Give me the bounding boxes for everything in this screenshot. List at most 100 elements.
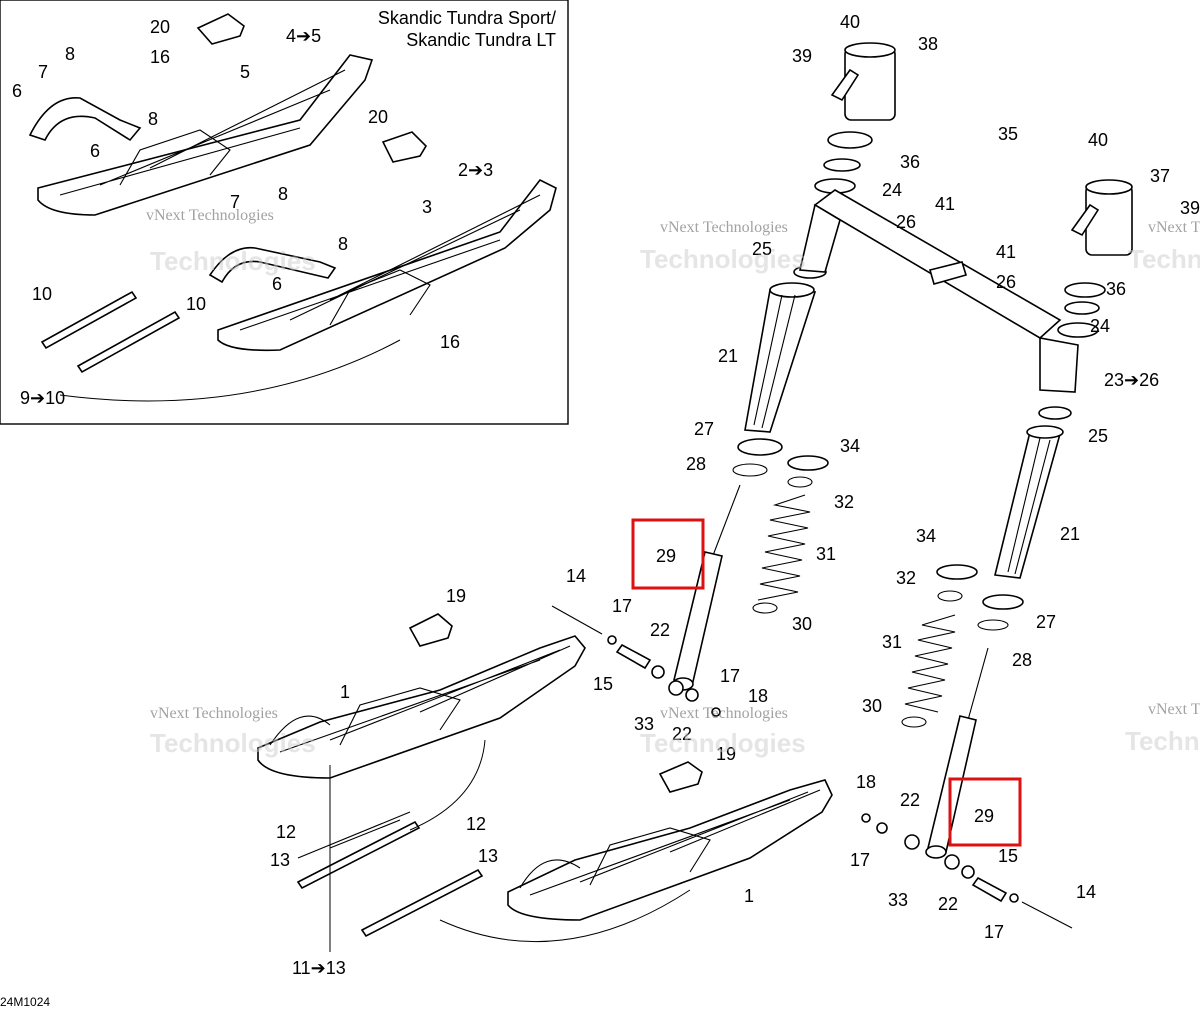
callout: 30	[862, 696, 882, 716]
watermark-text: vNext Technologies	[146, 207, 274, 224]
callout: 6	[12, 81, 22, 101]
callout: 31	[882, 632, 902, 652]
watermark-text: Technologies	[1128, 244, 1200, 274]
watermark-text: vNext Technologies	[1148, 219, 1200, 236]
callout: 28	[686, 454, 706, 474]
callout: 19	[446, 586, 466, 606]
steering-tube-left	[830, 42, 896, 121]
shock-absorber-right	[925, 647, 989, 859]
inset-handle-lower	[208, 246, 337, 284]
callout: 30	[792, 614, 812, 634]
callout: 29	[974, 806, 994, 826]
spring-right	[901, 564, 978, 728]
watermark-text: vNext Technologies	[150, 705, 278, 722]
callout: 26	[896, 212, 916, 232]
callout: 8	[338, 234, 348, 254]
watermark-text: Technologies	[150, 246, 316, 276]
main-ski-left	[257, 635, 586, 779]
watermark-text: Technologies	[640, 728, 806, 758]
callout: 7	[38, 62, 48, 82]
inset-frame	[0, 0, 569, 425]
callout: 17	[720, 666, 740, 686]
callout: 37	[1150, 166, 1170, 186]
callout: 6	[90, 141, 100, 161]
callout: 24	[882, 180, 902, 200]
highlight-box-29-left	[631, 518, 705, 590]
callout: 33	[888, 890, 908, 910]
callout: 14	[1076, 882, 1096, 902]
callout: 17	[612, 596, 632, 616]
callout: 17	[984, 922, 1004, 942]
callout: 12	[466, 814, 486, 834]
callout: 10	[32, 284, 52, 304]
callout: 12	[276, 822, 296, 842]
callout: 24	[1090, 316, 1110, 336]
watermark-text: vNext Technologies	[660, 705, 788, 722]
callout: 27	[1036, 612, 1056, 632]
callout: 13	[478, 846, 498, 866]
callout: 34	[840, 436, 860, 456]
callout: 1	[340, 682, 350, 702]
callout: 3	[422, 197, 432, 217]
callout: 20	[368, 107, 388, 127]
callout: 41	[935, 194, 955, 214]
watermark-text: Technologies	[1125, 726, 1200, 756]
reference-code: 24M1024	[0, 995, 50, 1009]
callout: 31	[816, 544, 836, 564]
callout: 18	[856, 772, 876, 792]
callout: 32	[834, 492, 854, 512]
cross-frame	[799, 189, 1079, 393]
callout: 16	[150, 47, 170, 67]
callout: 36	[900, 152, 920, 172]
callout: 38	[918, 34, 938, 54]
callout: 2➔3	[458, 160, 493, 180]
shock-absorber-left	[672, 484, 741, 691]
ski-pads	[408, 613, 703, 793]
main-runners	[296, 811, 484, 938]
callout: 6	[272, 274, 282, 294]
callout: 26	[996, 272, 1016, 292]
callout: 20	[150, 17, 170, 37]
callout: 32	[896, 568, 916, 588]
callout: 40	[1088, 130, 1108, 150]
bolt-hardware-right	[861, 813, 1073, 929]
callout: 22	[938, 894, 958, 914]
inset-ski-lower	[217, 178, 557, 352]
callout: 4➔5	[286, 26, 321, 46]
callout: 5	[240, 62, 250, 82]
watermark-text: Technologies	[640, 244, 806, 274]
main-callouts: 40 39 38 35 36 24 41 26 40 37 39 25 41 2…	[270, 12, 1200, 978]
watermark-text: vNext Technologies	[1148, 701, 1200, 718]
callout: 16	[440, 332, 460, 352]
inset-runners	[40, 290, 181, 374]
callout: 15	[998, 846, 1018, 866]
callout: 36	[1106, 279, 1126, 299]
callout: 8	[65, 44, 75, 64]
fork-tube-right	[994, 425, 1064, 579]
rings-right-lower	[977, 594, 1024, 631]
inset-title-line1: Skandic Tundra Sport/	[378, 8, 556, 28]
watermark-text: vNext Technologies	[660, 219, 788, 236]
ski-arrow-left	[409, 739, 486, 831]
callout: 14	[566, 566, 586, 586]
callout: 15	[593, 674, 613, 694]
spring-left	[752, 455, 829, 614]
callout: 35	[998, 124, 1018, 144]
ski-arrow-right	[439, 889, 691, 943]
rings-left-lower	[732, 438, 783, 477]
inset-callouts: 20 4➔5 8 16 7 5 6 8 6 20 2➔3 7 8 3 8 6 1…	[12, 17, 493, 408]
callout: 22	[900, 790, 920, 810]
bushing-rings-right	[1038, 282, 1106, 420]
callout: 8	[148, 109, 158, 129]
watermarks: vNext Technologies Technologies vNext Te…	[146, 207, 1200, 758]
callout: 25	[752, 239, 772, 259]
callout: 1	[744, 886, 754, 906]
callout: 25	[1088, 426, 1108, 446]
callout: 33	[634, 714, 654, 734]
callout: 22	[650, 620, 670, 640]
callout: 18	[748, 686, 768, 706]
callout: 19	[716, 744, 736, 764]
callout: 27	[694, 419, 714, 439]
callout: 13	[270, 850, 290, 870]
